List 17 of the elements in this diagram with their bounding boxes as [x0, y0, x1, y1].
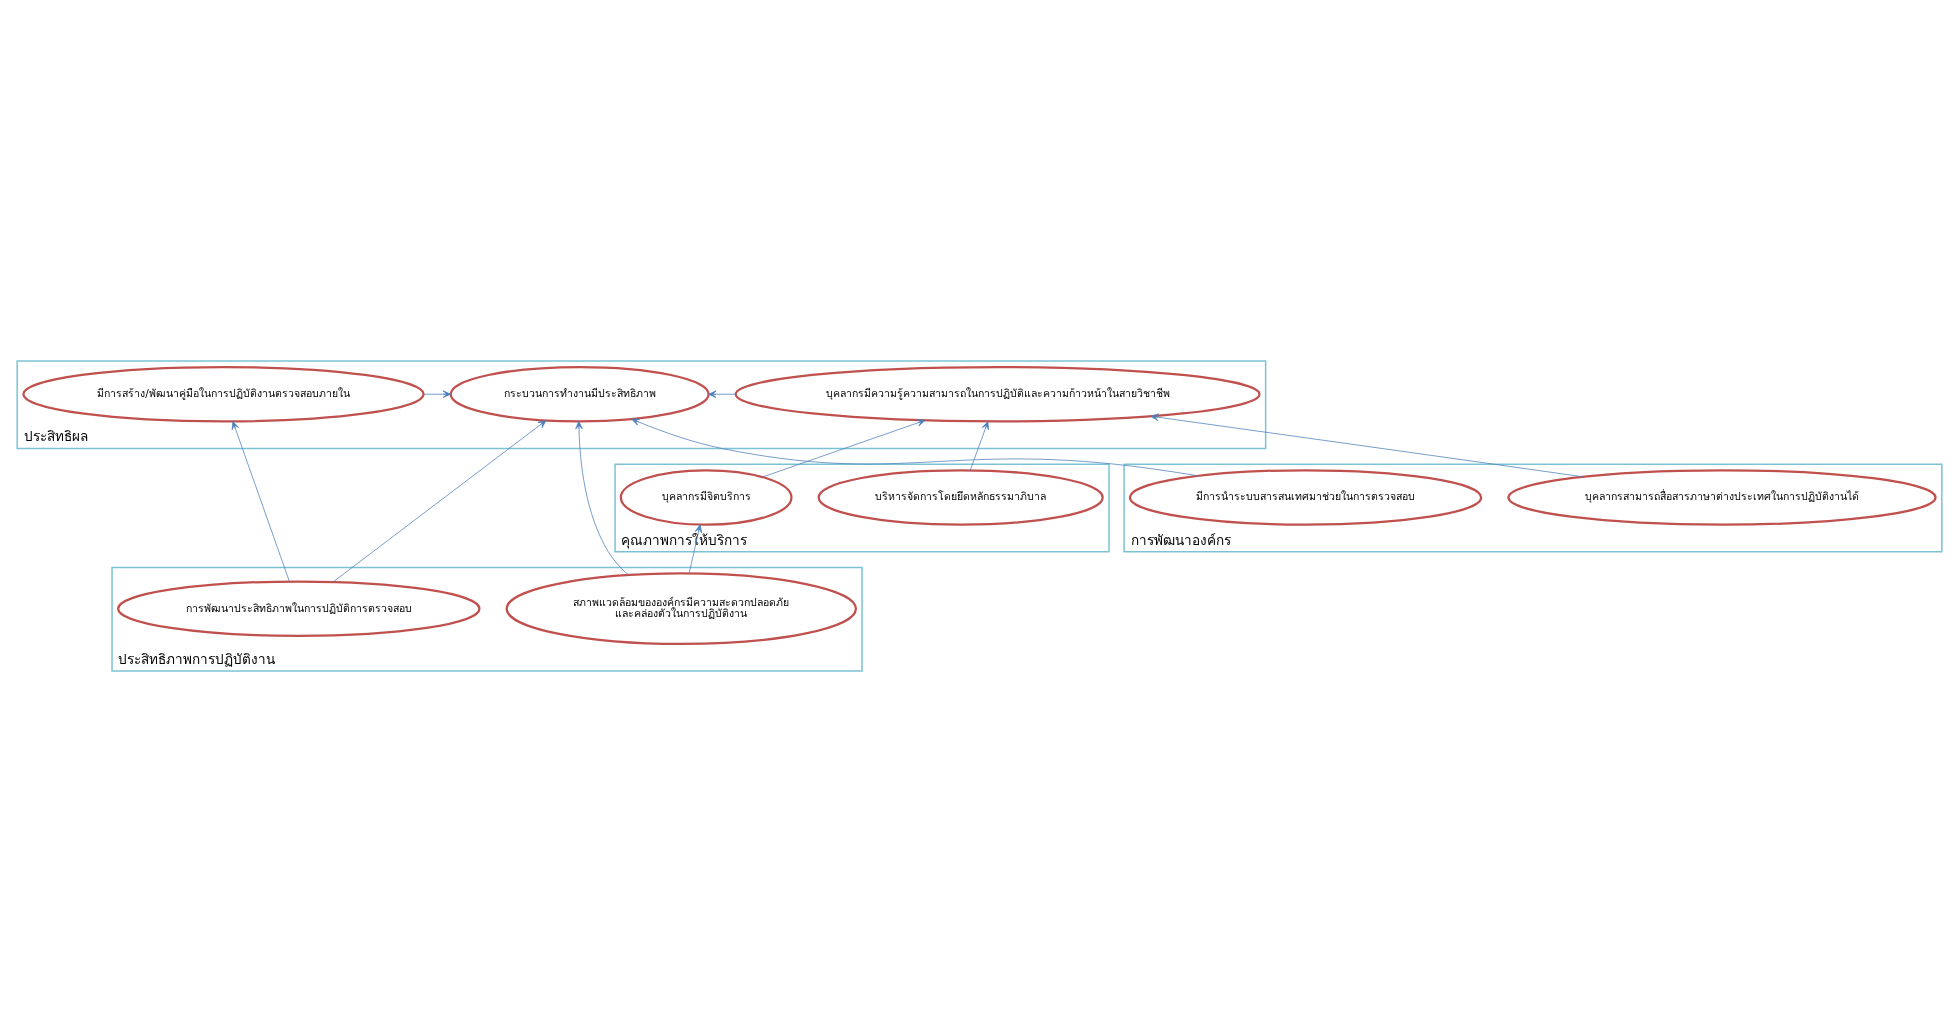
arrow — [1150, 413, 1584, 477]
arrow — [231, 420, 290, 582]
arrow — [969, 420, 989, 471]
node-ellipse: บุคลากรมีจิตบริการ — [619, 468, 793, 526]
node-ellipse: กระบวนการทำงานมีประสิทธิภาพ — [449, 365, 710, 423]
node-ellipse: การพัฒนาประสิทธิภาพในการปฏิบัติการตรวจสอบ — [117, 579, 481, 637]
node-ellipse: บริหารจัดการโดยยึดหลักธรรมาภิบาล — [817, 468, 1104, 526]
node-ellipse: มีการนำระบบสารสนเทศมาช่วยในการตรวจสอบ — [1128, 468, 1483, 526]
arrow — [708, 389, 736, 398]
node-ellipse: สภาพแวดล้อมขององค์กรมีความสะดวกปลอดภัย และคล่องตัวในการปฏิบัติงาน — [505, 571, 858, 645]
arrow — [423, 389, 451, 398]
node-ellipse: บุคลากรสามารถสื่อสารภาษาต่างประเทศในการปฏิบัติงานได้ — [1507, 468, 1937, 526]
arrow — [762, 418, 926, 477]
node-ellipse: มีการสร้าง/พัฒนาคู่มือในการปฏิบัติงานตรวจสอบภายใน — [22, 365, 425, 423]
arrow — [688, 524, 703, 574]
arrow — [575, 420, 629, 575]
arrow — [332, 419, 547, 582]
